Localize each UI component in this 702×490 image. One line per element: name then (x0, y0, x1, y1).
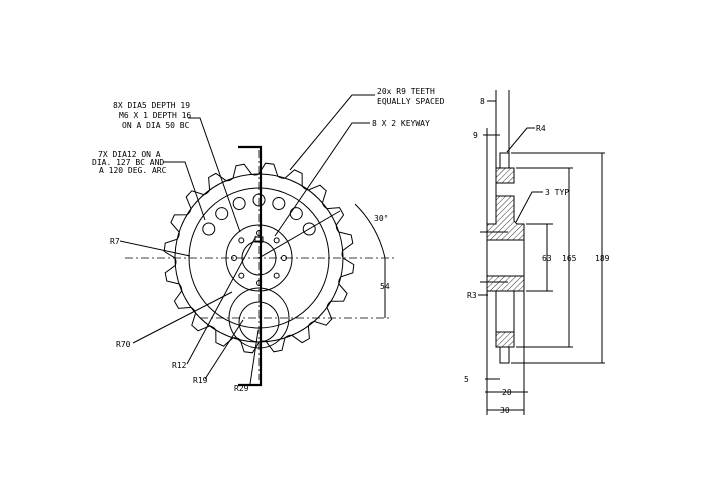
angle-arc (354, 203, 386, 259)
leader-r29 (249, 329, 259, 385)
label-dim-20: 20 (502, 388, 512, 397)
label-dim-165: 165 (562, 254, 577, 263)
label-r4: R4 (536, 124, 546, 133)
tooth-top (499, 152, 510, 169)
note-teeth-line2: EQUALLY SPACED (377, 97, 445, 106)
leader-r7 (119, 240, 191, 257)
hole-12mm (289, 207, 303, 221)
label-r70: R70 (116, 340, 131, 349)
bolt-hole (231, 255, 237, 261)
note-7x-line1: 7X DIA12 ON A (98, 150, 161, 159)
web-lines (495, 291, 515, 332)
label-dim-54: 54 (380, 282, 390, 291)
web-hub-top-section (486, 195, 525, 241)
hole-12mm (302, 222, 316, 236)
hole-12mm (232, 196, 246, 210)
angle-line (258, 210, 341, 259)
leader-keyway (274, 122, 370, 237)
hub-bottom-section (486, 275, 525, 292)
bolt-hole (238, 272, 245, 279)
tooth-bottom (499, 346, 510, 364)
note-7x-line2: DIA. 127 BC AND (92, 158, 164, 167)
label-dim-63: 63 (542, 254, 552, 263)
note-keyway: 8 X 2 KEYWAY (372, 119, 430, 128)
note-8x-line2: M6 X 1 DEPTH 16 (119, 111, 191, 120)
label-r7: R7 (110, 237, 120, 246)
leader-r4 (506, 127, 535, 153)
label-dim-5: 5 (464, 375, 469, 384)
hole-12mm (202, 222, 216, 236)
bore (486, 239, 525, 277)
leader-teeth (289, 94, 375, 171)
leader-7x (163, 161, 206, 221)
label-3-typ: 3 TYP (545, 188, 569, 197)
label-dim-30: 30 (500, 406, 510, 415)
bolt-hole (273, 272, 280, 279)
hole-12mm (272, 196, 286, 210)
label-r29: R29 (234, 384, 249, 393)
leader-3typ (515, 191, 543, 223)
leader-8x (188, 117, 241, 233)
rim-top-section (495, 167, 515, 184)
note-8x-line1: 8X DIA5 DEPTH 19 (113, 101, 190, 110)
label-dim-8: 8 (480, 97, 485, 106)
side-section-view: 8 9 R4 3 TYP 63 165 189 R3 5 20 30 (464, 90, 610, 415)
leader-r19 (204, 319, 244, 380)
label-r12: R12 (172, 361, 187, 370)
label-dim-9: 9 (473, 131, 478, 140)
bolt-hole (273, 237, 280, 244)
front-view: 8X DIA5 DEPTH 19 M6 X 1 DEPTH 16 ON A DI… (92, 87, 445, 393)
rim-bottom-section (495, 331, 515, 348)
note-teeth-line1: 20x R9 TEETH (377, 87, 435, 96)
label-r19: R19 (193, 376, 208, 385)
leader-r70 (132, 291, 233, 344)
hole-12mm (215, 207, 229, 221)
note-8x-line3: ON A DIA 50 BC (122, 121, 190, 130)
bolt-hole (238, 237, 245, 244)
leader-r12 (186, 235, 257, 365)
label-r3: R3 (467, 291, 477, 300)
section-cut-line (238, 145, 263, 387)
label-angle: 30° (374, 214, 388, 223)
label-dim-189: 189 (595, 254, 610, 263)
note-7x-line3: A 120 DEG. ARC (99, 166, 167, 175)
